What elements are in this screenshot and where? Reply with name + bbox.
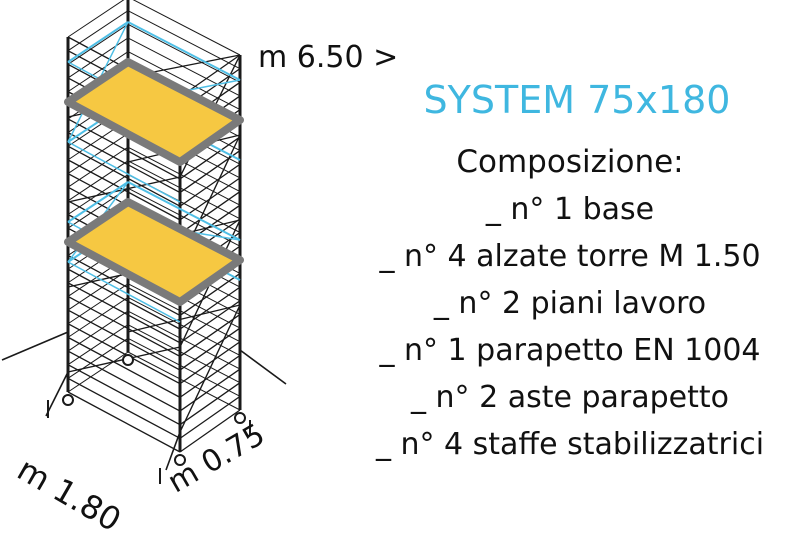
frame-rung xyxy=(179,286,241,330)
outrigger xyxy=(45,371,69,417)
frame-rung xyxy=(67,160,129,202)
frame-rung xyxy=(179,136,241,180)
composition-item: _ n° 2 piani lavoro xyxy=(433,286,707,321)
outrigger xyxy=(239,349,287,385)
caster-wheel xyxy=(62,394,74,406)
caster-wheels xyxy=(62,354,246,466)
frame-rung xyxy=(67,10,129,52)
frame-rung xyxy=(67,145,181,207)
composition-item: _ n° 1 base xyxy=(485,192,655,227)
frame-rung xyxy=(67,323,181,385)
caster-wheel xyxy=(122,354,134,366)
frame-rung xyxy=(67,146,129,188)
guardrail-bar xyxy=(67,141,181,203)
frame-rung xyxy=(179,341,241,385)
frame-rung xyxy=(67,282,181,344)
frame-rung xyxy=(179,382,241,426)
frame-rung xyxy=(67,174,129,215)
frame-rung xyxy=(179,409,241,453)
frame-rung xyxy=(67,37,129,79)
frame-rung xyxy=(67,391,181,453)
frame-rung xyxy=(67,377,181,439)
tower-height-label: m 6.50 > xyxy=(258,40,399,75)
composition-list: Composizione: _ n° 1 base _ n° 4 alzate … xyxy=(340,138,795,468)
frame-rung xyxy=(179,191,241,235)
scaffold-tower-drawing xyxy=(1,0,287,484)
frame-rung xyxy=(67,324,129,366)
work-platform xyxy=(64,198,244,306)
stabilizer-outriggers xyxy=(1,331,287,471)
frame-rung xyxy=(67,269,129,311)
frame-rung xyxy=(179,395,241,439)
frame-rung xyxy=(179,163,241,207)
composition-item: _ n° 4 staffe stabilizzatrici xyxy=(375,427,765,462)
composition-item: _ n° 2 aste parapetto xyxy=(410,380,729,415)
frame-rung xyxy=(67,309,181,371)
system-title: SYSTEM 75x180 xyxy=(423,78,731,122)
frame-rung xyxy=(127,51,241,111)
caster-wheel xyxy=(234,412,246,424)
frame-rung xyxy=(67,0,125,38)
frame-rung xyxy=(179,354,241,398)
composition-item: _ n° 1 parapetto EN 1004 xyxy=(379,333,761,368)
frame-rung xyxy=(67,132,181,194)
composition-item: _ n° 4 alzate torre M 1.50 xyxy=(379,239,761,274)
frame-rung xyxy=(67,51,129,93)
frame-rung xyxy=(179,368,241,412)
frame-rung xyxy=(179,272,241,316)
frame-rung xyxy=(67,351,129,393)
guardrail-bar xyxy=(127,181,241,241)
frame-rung xyxy=(67,268,181,330)
guardrail-bar xyxy=(127,21,241,81)
guardrail-bar xyxy=(67,21,129,63)
work-platform xyxy=(64,58,244,166)
diagonal-brace xyxy=(67,176,181,203)
frame-rung xyxy=(67,310,129,352)
caster-wheel xyxy=(174,454,186,466)
frame-rung xyxy=(179,313,241,357)
frame-rung xyxy=(67,283,129,325)
frame-rung xyxy=(67,295,181,357)
frame-rung xyxy=(67,350,181,412)
frame-rung xyxy=(127,23,241,83)
diagonal-brace xyxy=(179,304,241,433)
frame-rung xyxy=(67,364,181,426)
frame-rung xyxy=(67,296,129,338)
guardrail-bar xyxy=(67,181,129,223)
frame-rung xyxy=(179,327,241,371)
frame-rung xyxy=(67,254,181,317)
work-platforms xyxy=(64,58,244,306)
frame-rung xyxy=(67,336,181,398)
composition-heading: Composizione: xyxy=(456,144,684,180)
guardrail-bar xyxy=(67,261,181,323)
outrigger xyxy=(1,331,69,361)
frame-rung xyxy=(127,37,241,97)
frame-rung xyxy=(67,23,129,65)
frame-rung xyxy=(67,337,129,379)
frame-rung xyxy=(67,133,129,174)
outrigger xyxy=(165,431,181,471)
frame-rung xyxy=(132,0,241,56)
diagonal-brace xyxy=(127,304,241,333)
